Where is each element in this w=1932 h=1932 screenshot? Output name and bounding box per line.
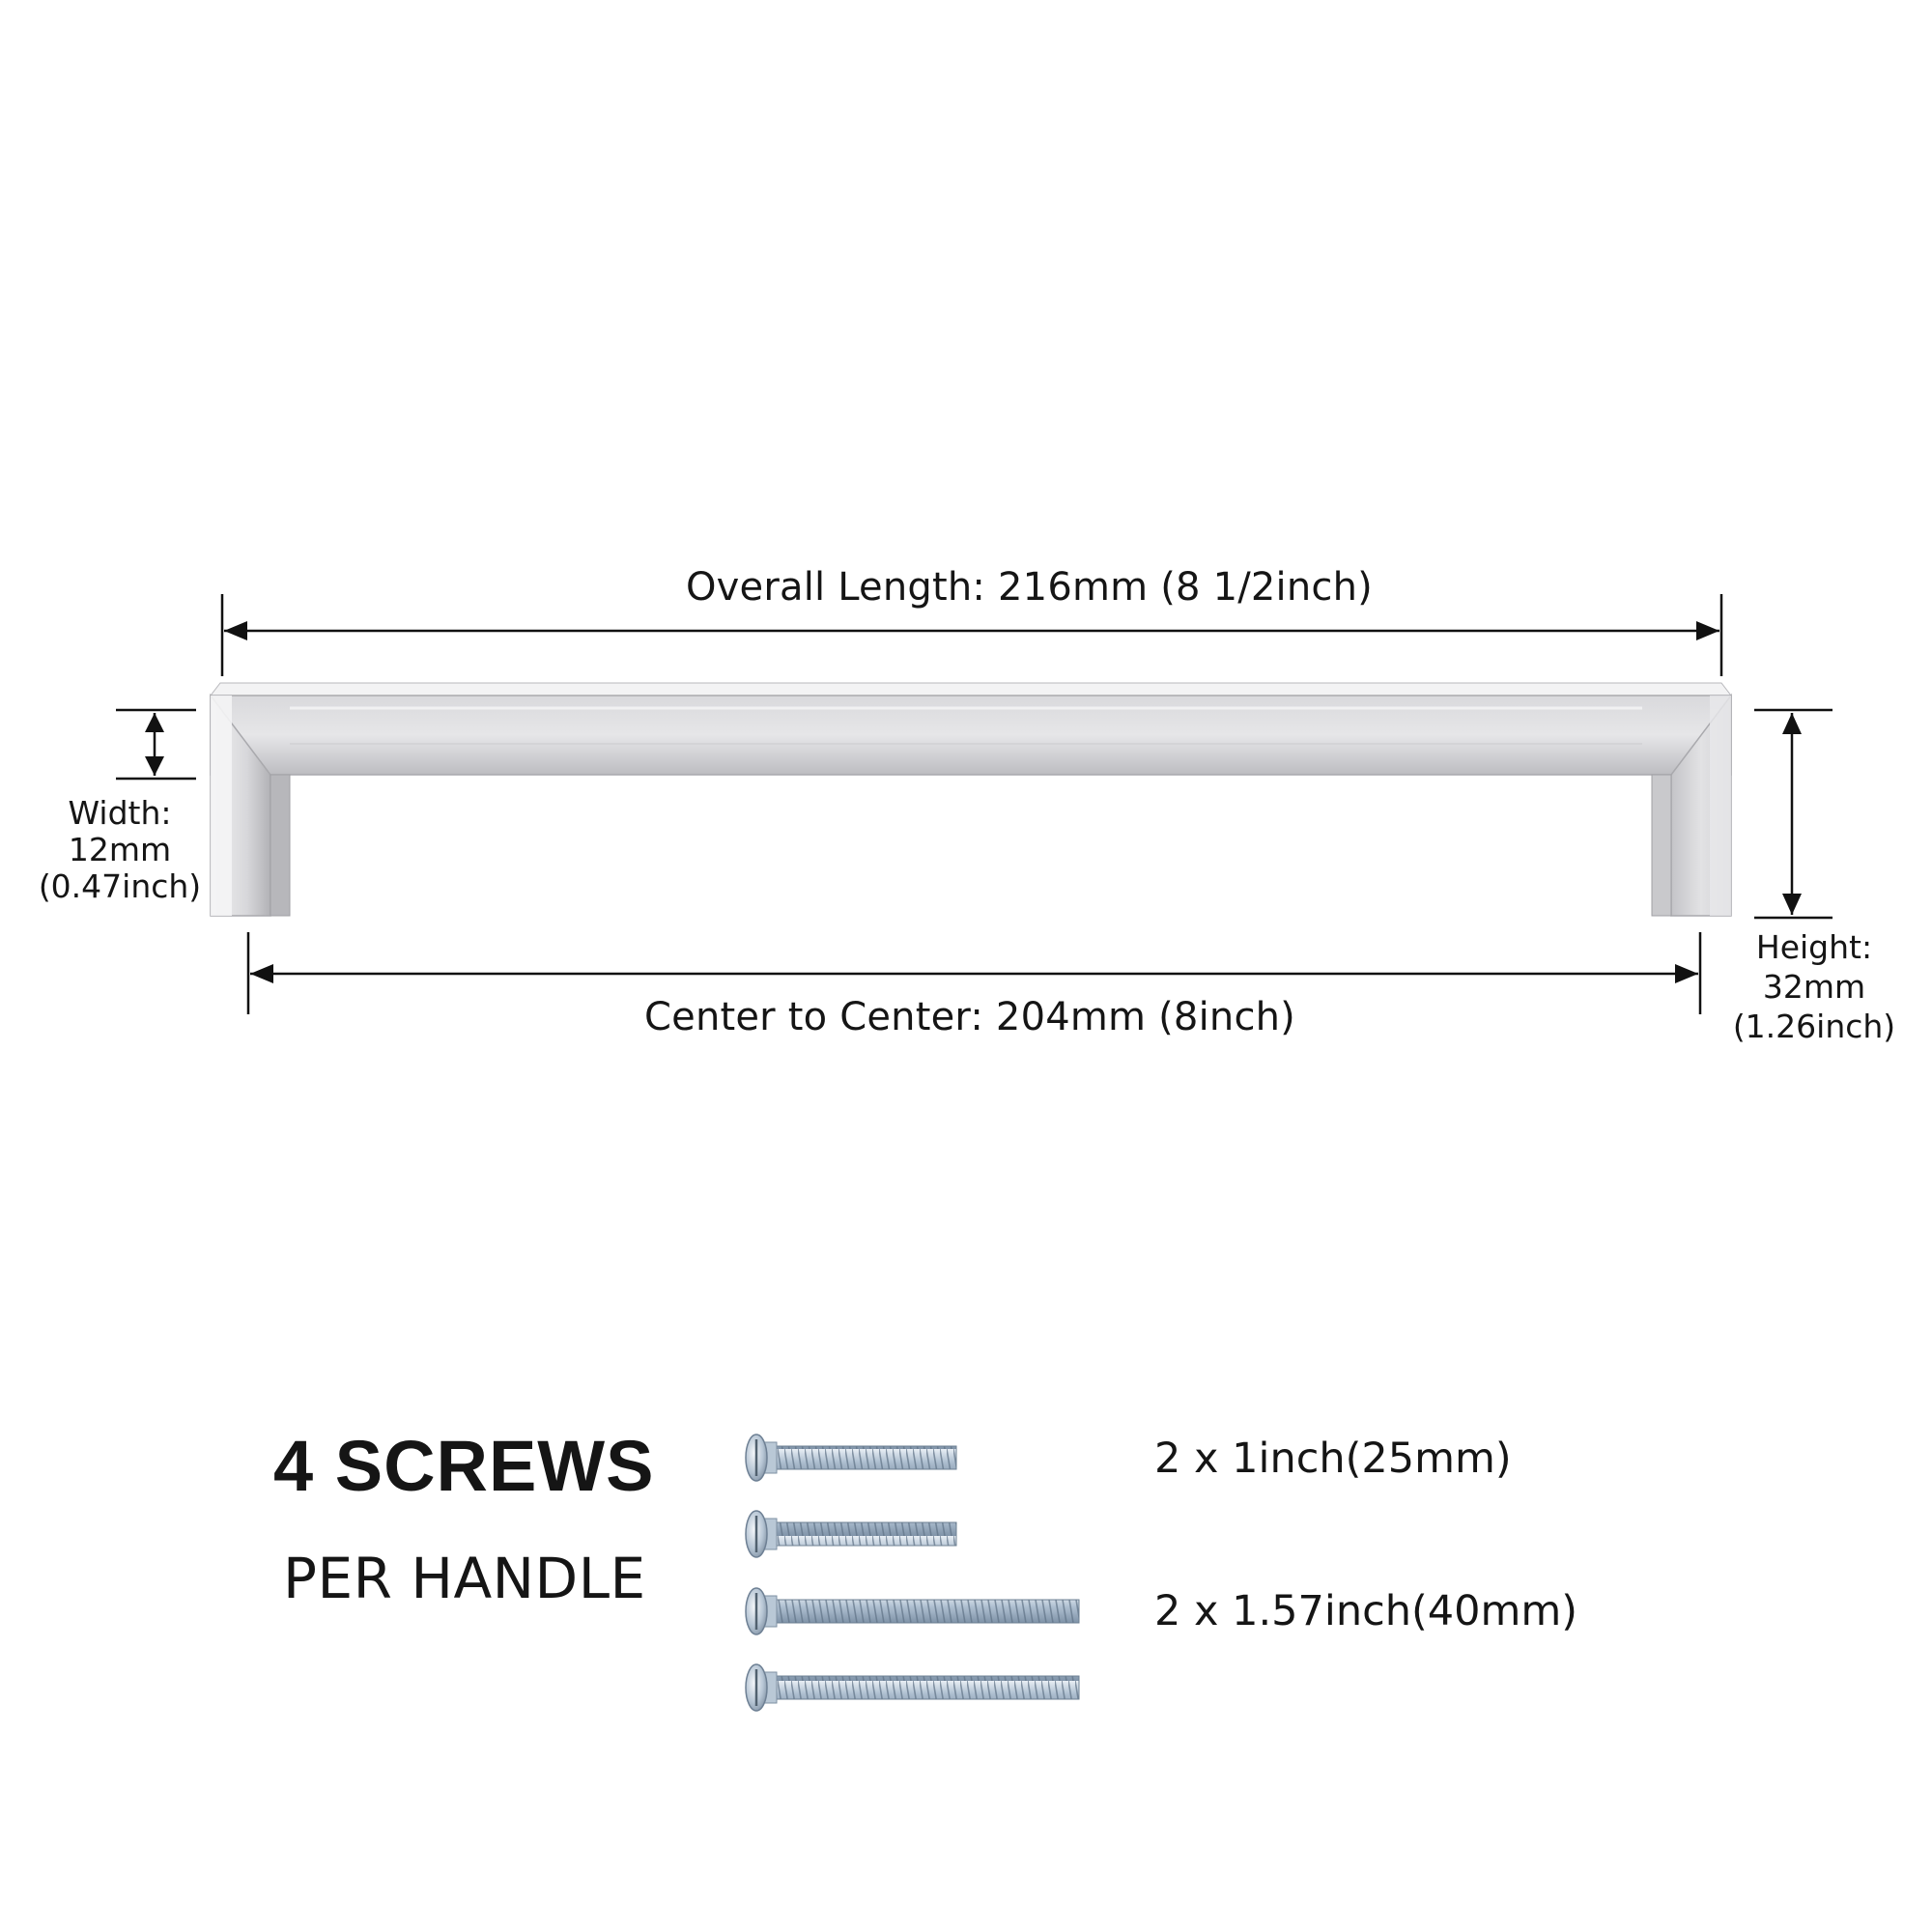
height-label-title: Height:: [1755, 928, 1873, 966]
cabinet-handle: [209, 682, 1733, 917]
screw-long-1: [745, 1587, 1080, 1635]
width-label-mm: 12mm: [68, 831, 172, 868]
screws-group: [745, 1434, 1080, 1712]
center-to-center-label: Center to Center: 204mm (8inch): [644, 995, 1295, 1039]
overall-length-label: Overall Length: 216mm (8 1/2inch): [686, 565, 1373, 610]
width-label-title: Width:: [68, 794, 172, 832]
height-label-inch: (1.26inch): [1732, 1008, 1896, 1045]
screw-long-2: [745, 1663, 1080, 1712]
dimension-lines: [116, 594, 1833, 1014]
long-screw-spec: 2 x 1.57inch(40mm): [1154, 1587, 1578, 1635]
handle-bar-top: [209, 682, 1733, 696]
screws-count-title: 4 SCREWS: [273, 1426, 655, 1506]
per-handle-label: PER HANDLE: [283, 1546, 646, 1611]
short-screw-spec: 2 x 1inch(25mm): [1154, 1435, 1512, 1483]
width-label: Width: 12mm (0.47inch): [37, 795, 203, 905]
height-label: Height: 32mm (1.26inch): [1731, 927, 1897, 1046]
height-label-mm: 32mm: [1762, 968, 1866, 1006]
width-label-inch: (0.47inch): [38, 867, 202, 905]
screw-short-2: [745, 1510, 957, 1558]
screw-short-1: [745, 1434, 957, 1482]
